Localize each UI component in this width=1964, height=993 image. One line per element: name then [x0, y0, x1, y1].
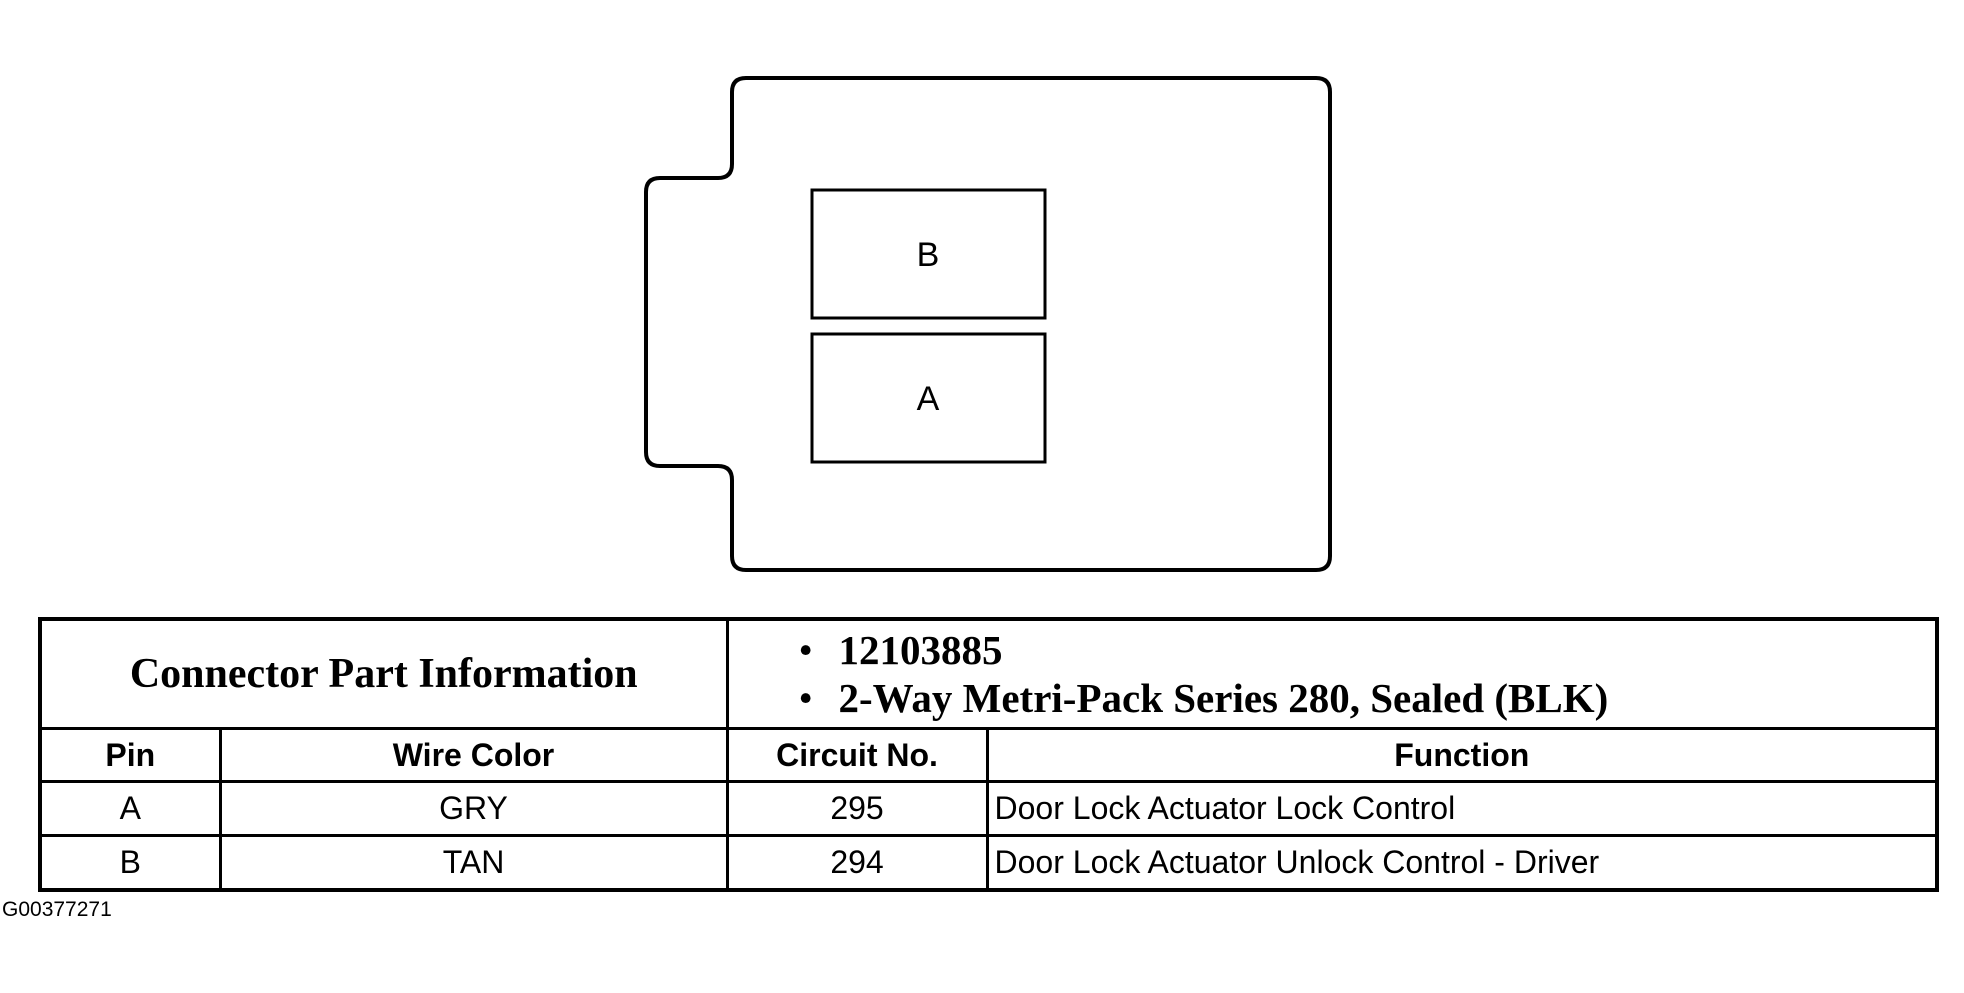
part-number-item: • 12103885: [799, 626, 1936, 674]
cavity-a-label: A: [917, 380, 940, 418]
table-row: B TAN 294 Door Lock Actuator Unlock Cont…: [38, 834, 1939, 892]
bullet-icon: •: [798, 627, 813, 673]
connector-face-diagram: B A: [644, 76, 1332, 572]
table-header-row: Pin Wire Color Circuit No. Function: [38, 727, 1939, 783]
circuit-cell: 294: [725, 834, 989, 892]
connector-info-table: Connector Part Information • 12103885 • 2-…: [38, 617, 1940, 892]
function-cell: Door Lock Actuator Unlock Control - Driv…: [985, 834, 1939, 892]
header-wire-color: Wire Color: [218, 727, 729, 783]
figure-id: G00377271: [2, 898, 112, 921]
cavity-b: B: [810, 188, 1047, 320]
connector-housing-outline: [644, 76, 1332, 572]
part-info-title: Connector Part Information: [38, 617, 729, 730]
circuit-cell: 295: [725, 780, 989, 837]
part-number: 12103885: [838, 627, 1003, 673]
part-description-item: • 2-Way Metri-Pack Series 280, Sealed (BL…: [799, 674, 1936, 722]
cavity-a: A: [810, 332, 1047, 464]
header-pin: Pin: [38, 727, 222, 783]
bullet-icon: •: [798, 675, 813, 721]
pin-cell: A: [38, 780, 222, 837]
header-circuit-no: Circuit No.: [725, 727, 989, 783]
function-cell: Door Lock Actuator Lock Control: [985, 780, 1939, 837]
cavity-b-label: B: [917, 236, 940, 274]
part-info-row: Connector Part Information • 12103885 • 2-…: [38, 617, 1939, 730]
wire-color-cell: TAN: [218, 834, 729, 892]
wire-color-cell: GRY: [218, 780, 729, 837]
part-info-list: • 12103885 • 2-Way Metri-Pack Series 280, …: [725, 617, 1939, 730]
part-description: 2-Way Metri-Pack Series 280, Sealed (BLK…: [838, 675, 1609, 721]
table-row: A GRY 295 Door Lock Actuator Lock Contro…: [38, 780, 1939, 837]
header-function: Function: [985, 727, 1939, 783]
pin-cell: B: [38, 834, 222, 892]
